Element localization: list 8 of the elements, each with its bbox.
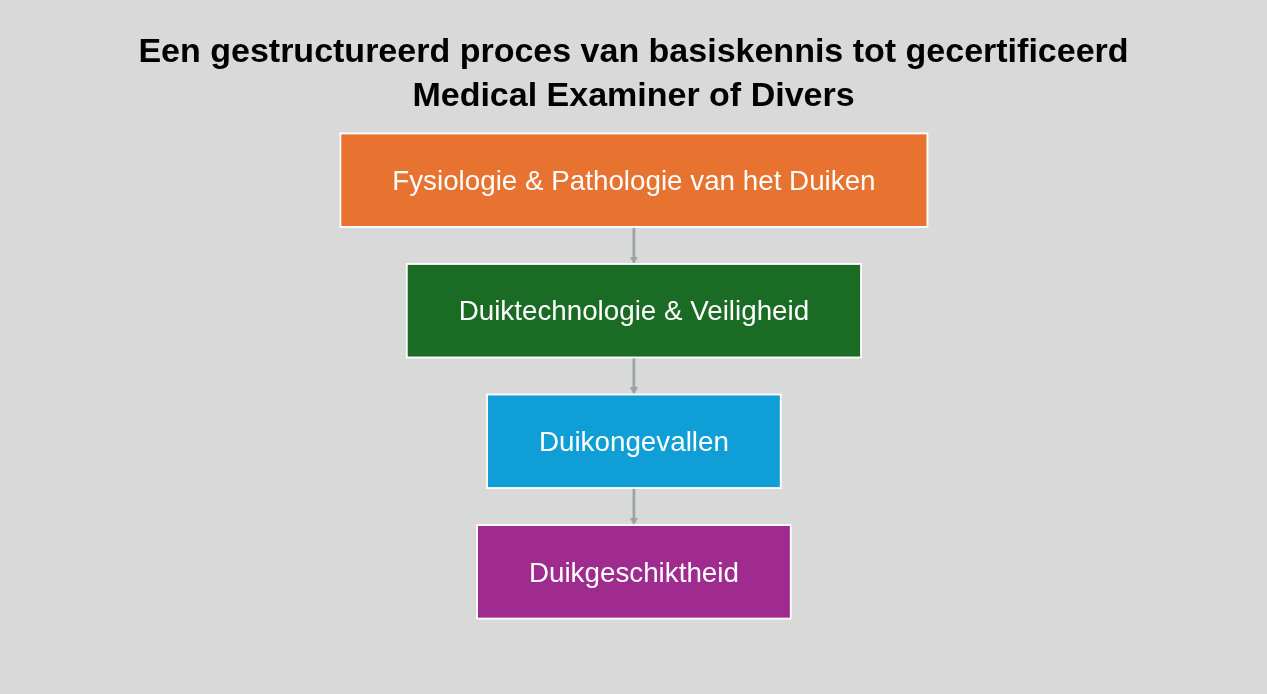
node-box: Fysiologie & Pathologie van het Duiken xyxy=(339,132,928,228)
arrow xyxy=(629,357,638,395)
node-box: Duiktechnologie & Veiligheid xyxy=(405,263,862,359)
diagram-title: Een gestructureerd proces van basiskennis tot gecertificeerd Medical Examiner of Divers xyxy=(137,30,1130,115)
node-box: Duikgeschiktheid xyxy=(475,524,792,620)
arrow xyxy=(629,226,638,265)
arrow xyxy=(629,488,638,526)
node-box: Duikongevallen xyxy=(485,393,782,489)
